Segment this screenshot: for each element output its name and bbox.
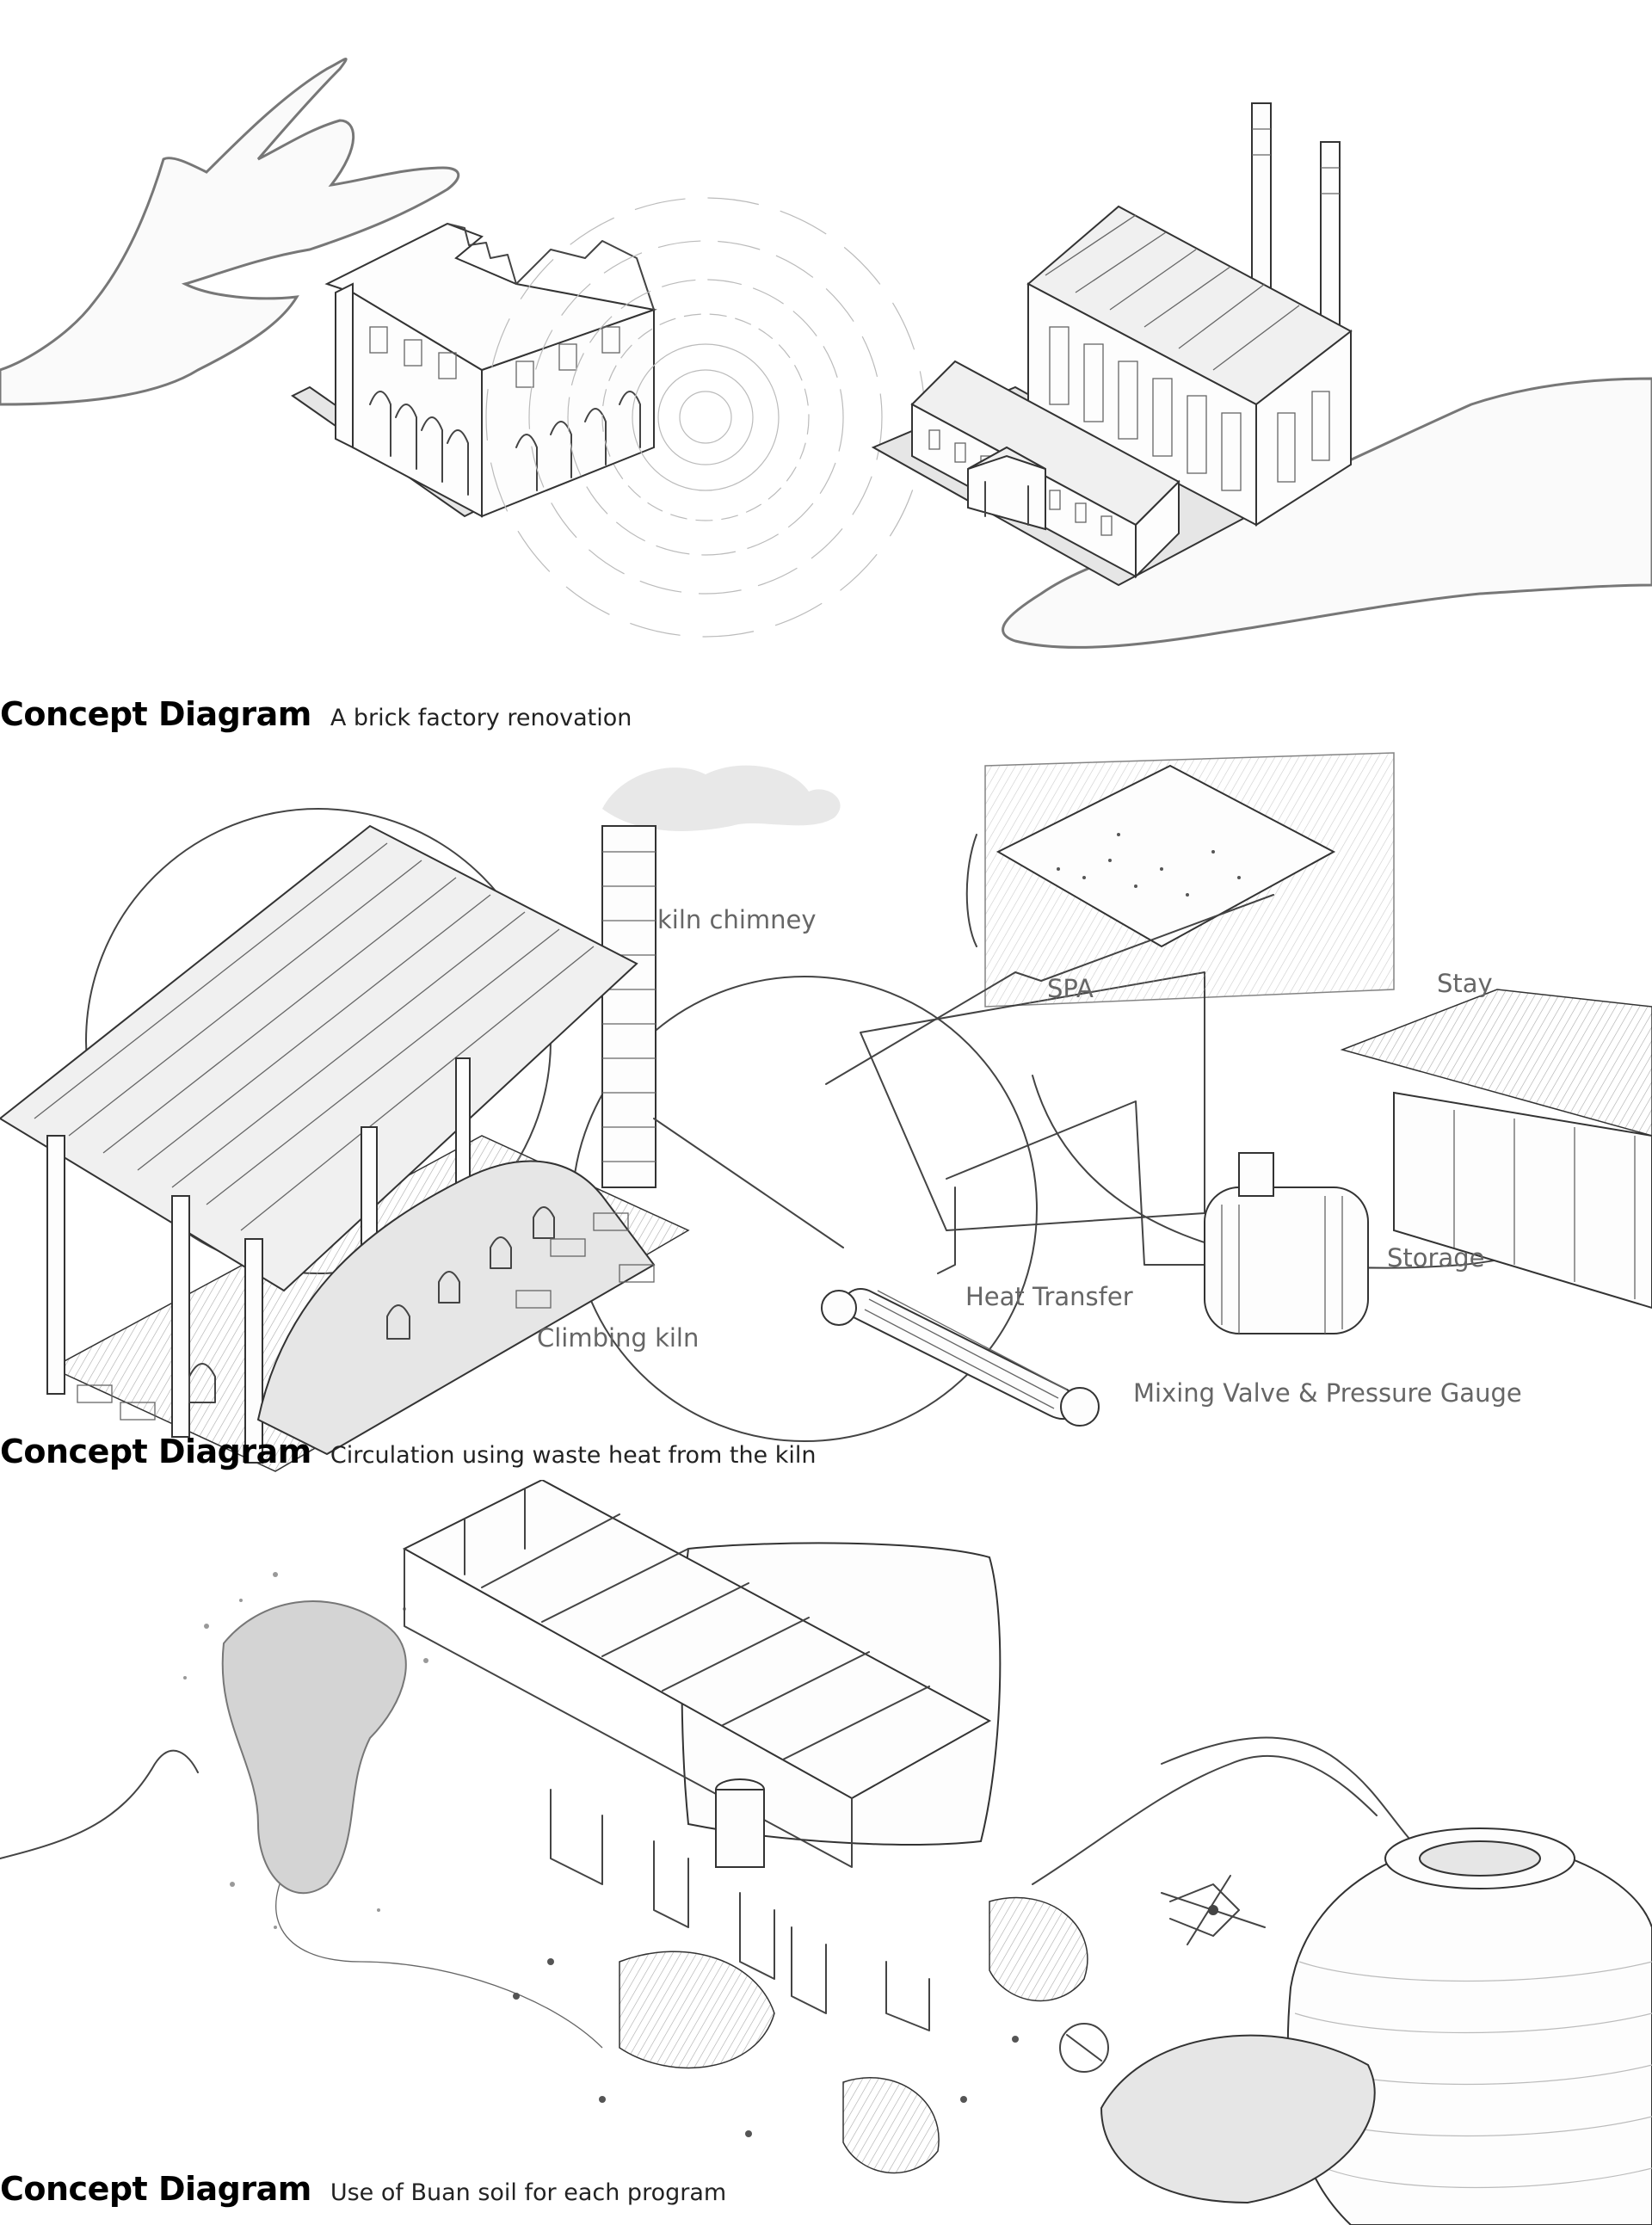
illustration-buan-soil [0, 1480, 1652, 2225]
caption-renovation: Concept Diagram A brick factory renovatio… [0, 695, 632, 733]
label-mixing-valve: Mixing Valve & Pressure Gauge [1133, 1378, 1522, 1408]
caption-title: Concept Diagram [0, 695, 311, 733]
label-kiln-chimney: kiln chimney [657, 905, 817, 934]
left-hand [0, 58, 459, 406]
illustration-heat-circulation [0, 752, 1652, 1472]
climbing-kiln-shed [0, 824, 690, 1472]
pipe-network [653, 894, 1274, 1274]
label-heat-transfer: Heat Transfer [965, 1282, 1133, 1311]
spa-area [965, 752, 1395, 1008]
program-plan-fragments [513, 1875, 1266, 2174]
kiln-chimney [601, 825, 656, 1188]
label-climbing-kiln: Climbing kiln [537, 1323, 700, 1353]
renovated-factory-building [871, 102, 1353, 587]
caption-subtitle: Circulation using waste heat from the ki… [330, 1442, 817, 1469]
heat-transfer-exchanger [821, 1288, 1100, 1427]
stay-building [1340, 989, 1652, 1310]
buan-soil-scatter [183, 1572, 428, 1929]
caption-subtitle: Use of Buan soil for each program [330, 2179, 727, 2206]
panel-waste-heat-circulation: kiln chimney SPA Stay Storage Heat Trans… [0, 749, 1652, 1480]
illustration-renovation [0, 58, 1652, 649]
label-spa: SPA [1047, 974, 1094, 1003]
caption-subtitle: A brick factory renovation [330, 705, 632, 731]
caption-buan-soil: Concept Diagram Use of Buan soil for each… [0, 2170, 726, 2208]
right-hand [1002, 377, 1652, 649]
caption-title: Concept Diagram [0, 1433, 311, 1470]
storage-tank [1204, 1152, 1369, 1334]
panel-buan-soil: Concept Diagram Use of Buan soil for each… [0, 1480, 1652, 2225]
label-storage: Storage [1387, 1243, 1485, 1273]
chimney-smoke [602, 765, 841, 831]
label-stay: Stay [1437, 969, 1493, 998]
building-wall-layout [402, 1480, 992, 2031]
caption-title: Concept Diagram [0, 2170, 311, 2208]
ruined-factory-building [291, 222, 657, 518]
clay-pot [1100, 1827, 1652, 2225]
panel-brick-factory-renovation: Concept Diagram A brick factory renovatio… [0, 0, 1652, 749]
caption-heat-circulation: Concept Diagram Circulation using waste h… [0, 1433, 817, 1470]
